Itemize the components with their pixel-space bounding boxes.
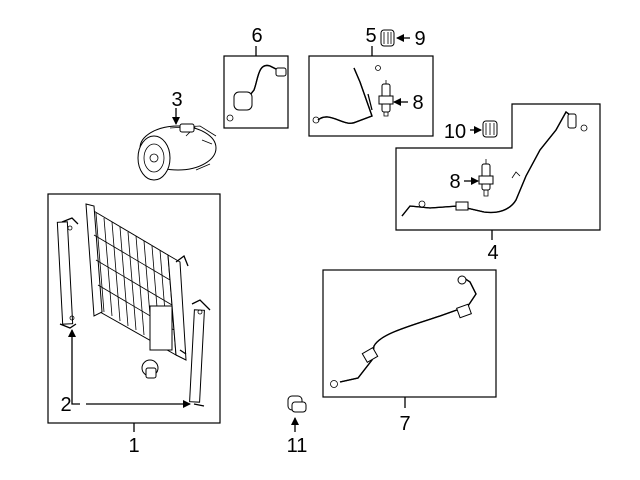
callout-11: 11 (287, 435, 308, 457)
left-condenser-bracket[interactable] (56, 217, 79, 329)
callout-8-upper: 8 (412, 92, 423, 114)
callout-1: 1 (128, 435, 139, 457)
drier-cap[interactable] (141, 359, 159, 379)
pressure-switch-a[interactable] (378, 80, 394, 117)
condenser-part[interactable] (85, 203, 189, 361)
hose-7-part[interactable] (330, 275, 477, 388)
callout-3: 3 (171, 89, 182, 111)
callout-6: 6 (251, 25, 262, 47)
cap-10-part[interactable] (482, 120, 498, 138)
callout-10: 10 (444, 121, 466, 143)
plug-11-part[interactable] (287, 395, 307, 413)
callout-9: 9 (414, 28, 425, 50)
hose-6-box (223, 55, 289, 129)
tube-4-box (395, 103, 601, 231)
cap-9-part[interactable] (380, 29, 395, 47)
hose-6-part[interactable] (226, 64, 287, 122)
right-condenser-bracket[interactable] (189, 299, 211, 407)
compressor-part[interactable] (137, 123, 217, 181)
tube-4-part[interactable] (401, 111, 588, 217)
callout-2: 2 (60, 394, 71, 416)
callout-8-lower: 8 (449, 171, 460, 193)
pressure-switch-b[interactable] (478, 159, 494, 197)
tube-5-box (308, 55, 434, 137)
callout-4: 4 (487, 242, 498, 264)
callout-5: 5 (365, 25, 376, 47)
hose-7-box (322, 269, 497, 398)
tube-5-part[interactable] (312, 65, 381, 124)
callout-7: 7 (399, 413, 410, 435)
